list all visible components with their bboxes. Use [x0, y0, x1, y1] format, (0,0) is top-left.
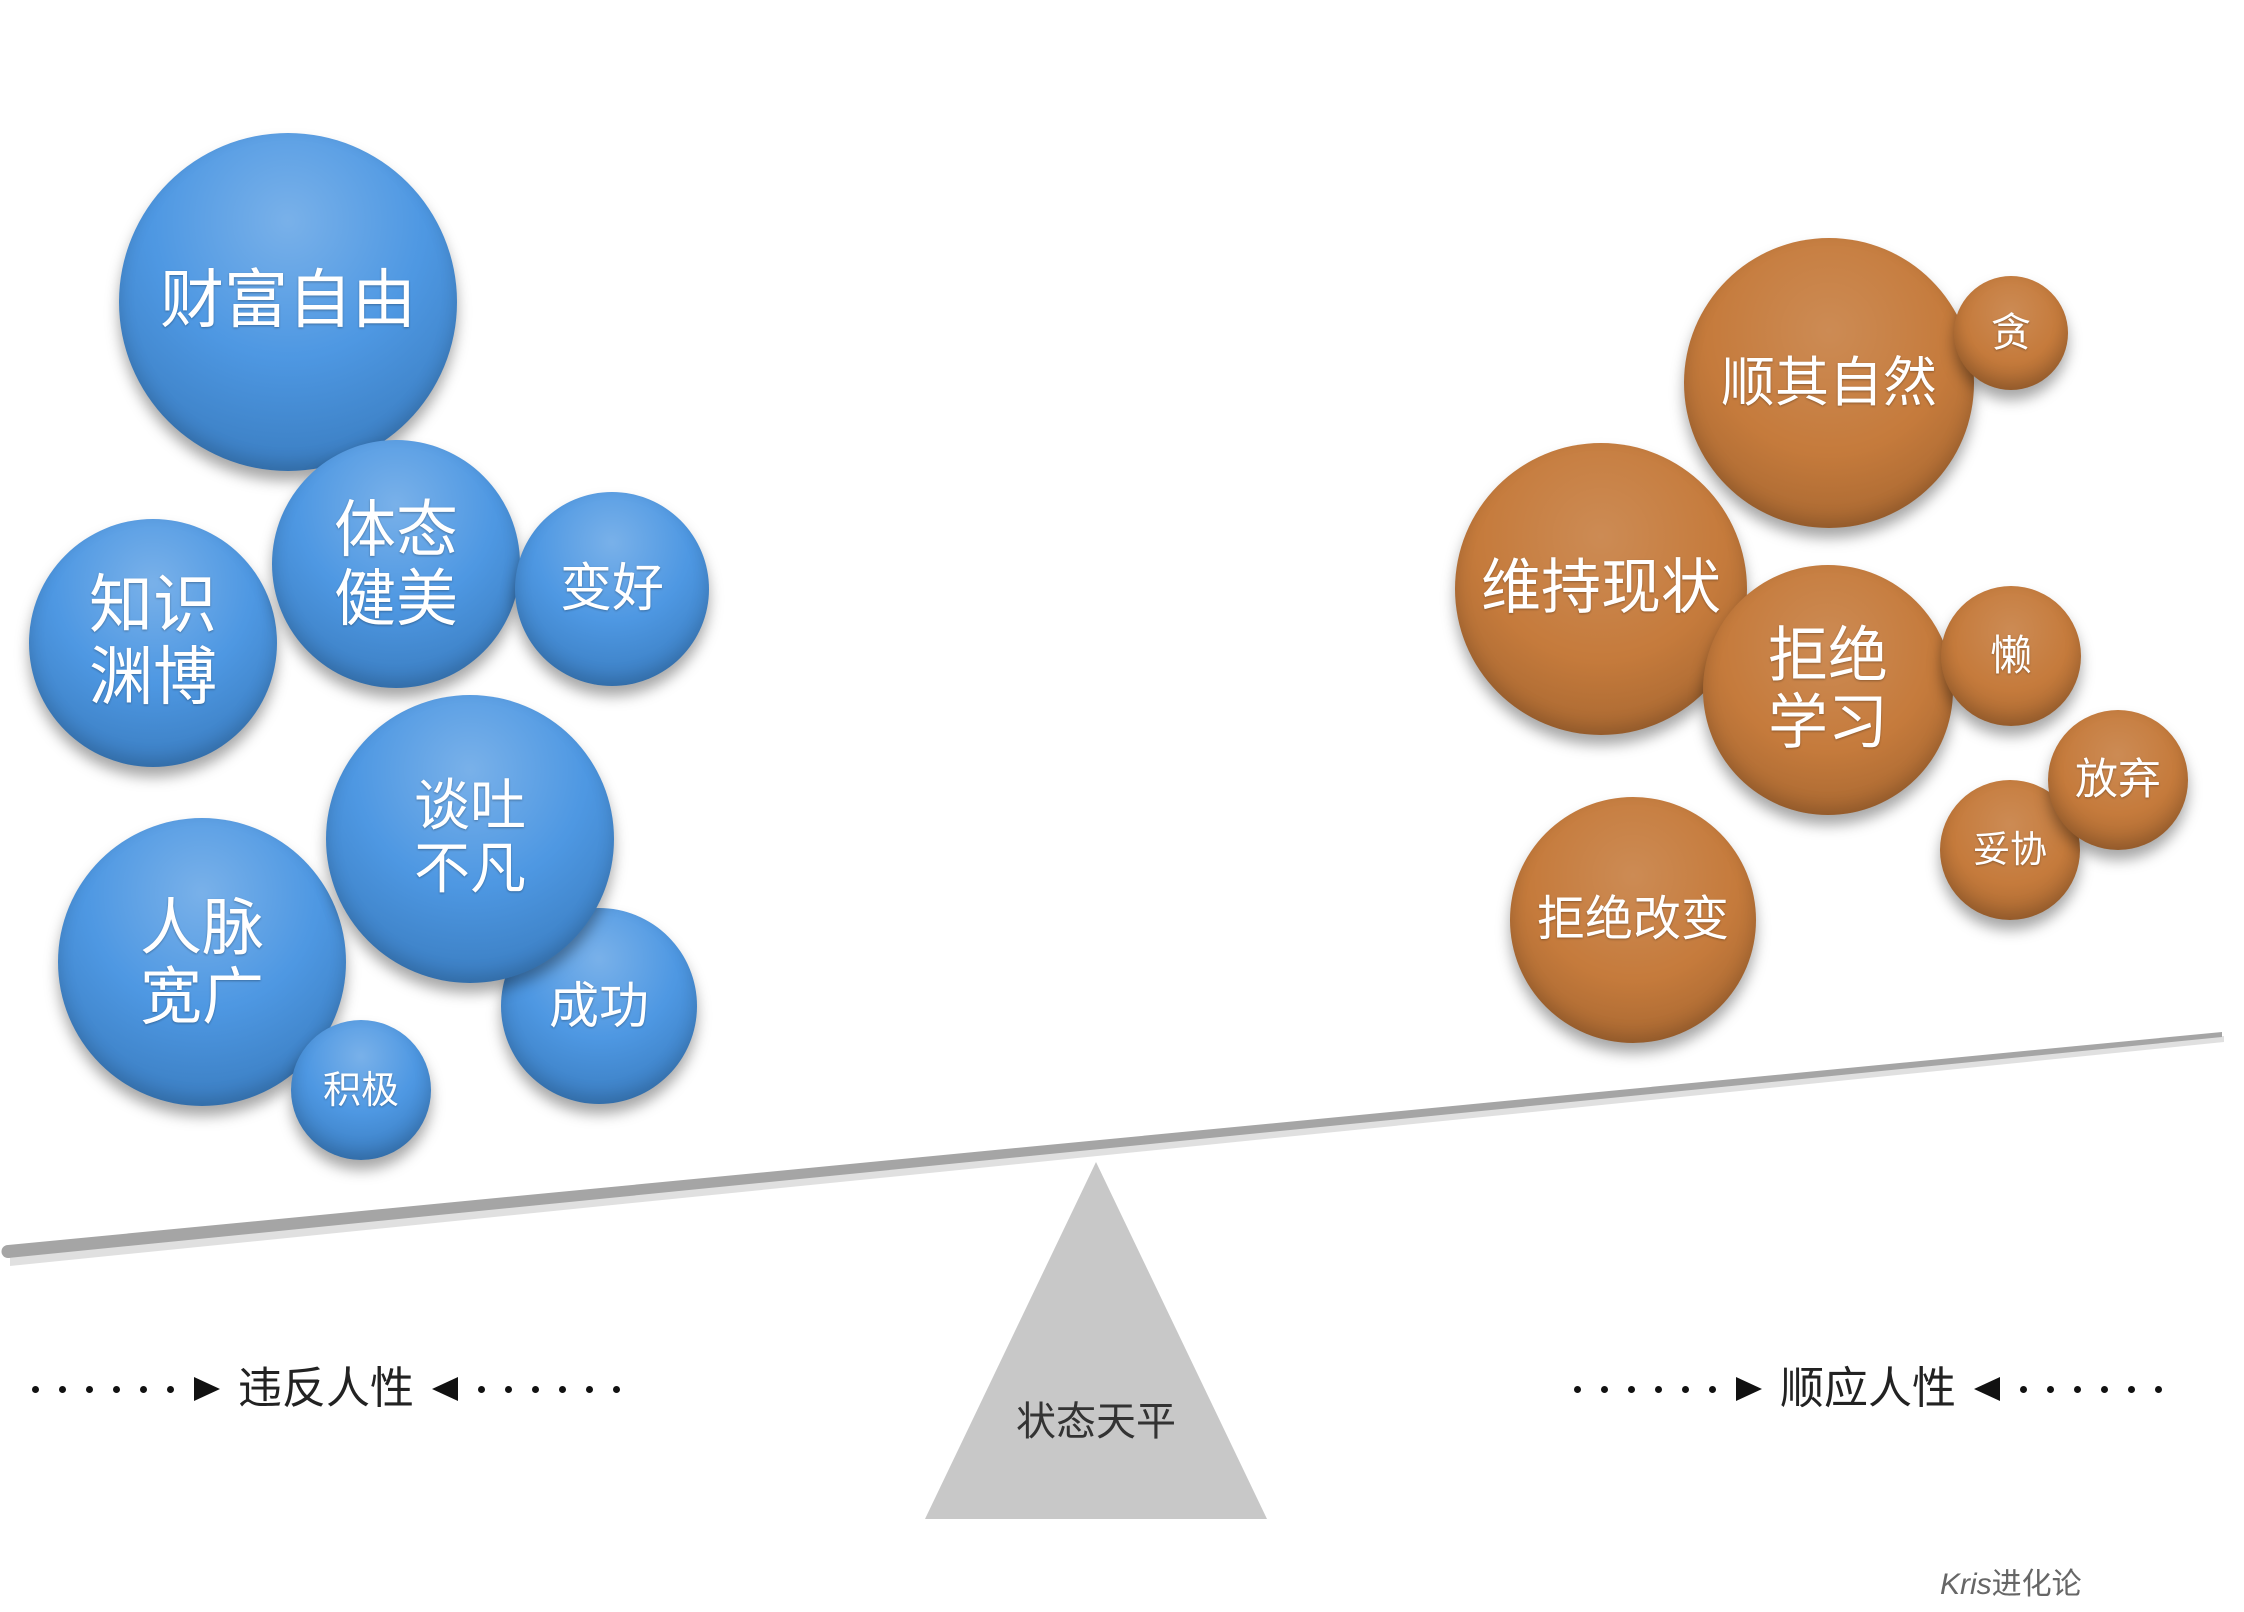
- dot: [2101, 1385, 2108, 1393]
- dot: [532, 1385, 539, 1393]
- bubble-knowledge: 知识 渊博: [29, 519, 277, 767]
- dot: [2074, 1385, 2081, 1393]
- bubble-label: 不凡: [414, 837, 526, 902]
- bubble-label: 健美: [333, 562, 458, 635]
- bubble-label: 维持现状: [1481, 553, 1721, 624]
- bubble-label: 积极: [322, 1067, 399, 1112]
- bubble-label: 渊博: [89, 641, 217, 715]
- arrow-left-icon: [432, 1377, 458, 1401]
- dot: [1574, 1385, 1581, 1393]
- balance-beam-end: [1, 1245, 15, 1258]
- dotted-leader: [478, 1385, 620, 1393]
- dot: [2047, 1385, 2054, 1393]
- bubble-financial-freedom: 财富自由: [119, 133, 457, 471]
- bubble-label: 拒绝: [1768, 620, 1888, 691]
- right-caption: 顺应人性: [1574, 1359, 2162, 1419]
- bubble-label: 谈吐: [414, 774, 526, 840]
- bubble-label: 体态: [333, 492, 458, 566]
- left-caption-text: 违反人性: [238, 1363, 414, 1414]
- dot: [1682, 1385, 1689, 1393]
- dotted-leader: [2020, 1385, 2162, 1393]
- bubble-label: 拒绝改变: [1536, 891, 1729, 948]
- dot: [1628, 1385, 1635, 1393]
- dot: [167, 1385, 174, 1393]
- bubble-eloquence: 谈吐 不凡: [326, 695, 614, 983]
- bubble-positivity: 积极: [291, 1020, 431, 1160]
- left-caption: 违反人性: [32, 1359, 620, 1419]
- bubble-success: 成功: [501, 908, 697, 1104]
- watermark-suffix: 进化论: [1991, 1567, 2082, 1602]
- bubble-label: 宽广: [139, 960, 264, 1033]
- bubble-refuse-learning: 拒绝 学习: [1703, 565, 1953, 815]
- bubble-go-with-flow: 顺其自然: [1684, 238, 1974, 528]
- bubble-label: 人脉: [139, 890, 264, 964]
- bubble-fitness: 体态 健美: [272, 440, 520, 688]
- balance-beam-shadow: [10, 1036, 2224, 1266]
- watermark-brand: Kris: [1940, 1568, 1992, 1601]
- dot: [613, 1385, 620, 1393]
- bubble-label: 学习: [1768, 688, 1888, 758]
- bubble-compromise: 妥协: [1940, 780, 2080, 920]
- balance-beam: [8, 1032, 2222, 1258]
- dotted-leader: [32, 1385, 174, 1393]
- bubble-label: 成功: [549, 977, 649, 1035]
- dot: [1655, 1385, 1662, 1393]
- dot: [2128, 1385, 2135, 1393]
- bubble-label: 放弃: [2075, 754, 2161, 805]
- dot: [140, 1385, 147, 1393]
- bubble-label: 贪: [1991, 309, 2031, 356]
- bubble-improvement: 变好: [515, 492, 709, 686]
- bubble-laziness: 懒: [1941, 586, 2081, 726]
- arrow-left-icon: [1974, 1377, 2000, 1401]
- dot: [505, 1385, 512, 1393]
- dot: [59, 1385, 66, 1393]
- dot: [478, 1385, 485, 1393]
- fulcrum: [925, 1162, 1267, 1519]
- right-caption-text: 顺应人性: [1780, 1363, 1956, 1414]
- bubble-give-up: 放弃: [2048, 710, 2188, 850]
- fulcrum-label: 状态天平: [1016, 1399, 1176, 1445]
- bubble-refuse-change: 拒绝改变: [1510, 797, 1756, 1043]
- bubble-label: 妥协: [1973, 828, 2047, 872]
- bubble-label: 顺其自然: [1721, 350, 1937, 414]
- bubble-status-quo: 维持现状: [1455, 443, 1747, 735]
- bubble-label: 知识: [89, 569, 217, 644]
- dot: [86, 1385, 93, 1393]
- arrow-right-icon: [194, 1377, 220, 1401]
- dot: [559, 1385, 566, 1393]
- bubble-network: 人脉 宽广: [58, 818, 346, 1106]
- bubble-label: 懒: [1989, 631, 2032, 681]
- watermark: Kris进化论: [1940, 1566, 2082, 1604]
- dotted-leader: [1574, 1385, 1716, 1393]
- dot: [113, 1385, 120, 1393]
- dot: [2155, 1385, 2162, 1393]
- dot: [32, 1385, 39, 1393]
- dot: [1709, 1385, 1716, 1393]
- bubble-label: 财富自由: [160, 264, 416, 339]
- arrow-right-icon: [1736, 1377, 1762, 1401]
- bubble-greed: 贪: [1954, 276, 2068, 390]
- dot: [1601, 1385, 1608, 1393]
- dot: [586, 1385, 593, 1393]
- bubble-label: 变好: [559, 558, 664, 619]
- dot: [2020, 1385, 2027, 1393]
